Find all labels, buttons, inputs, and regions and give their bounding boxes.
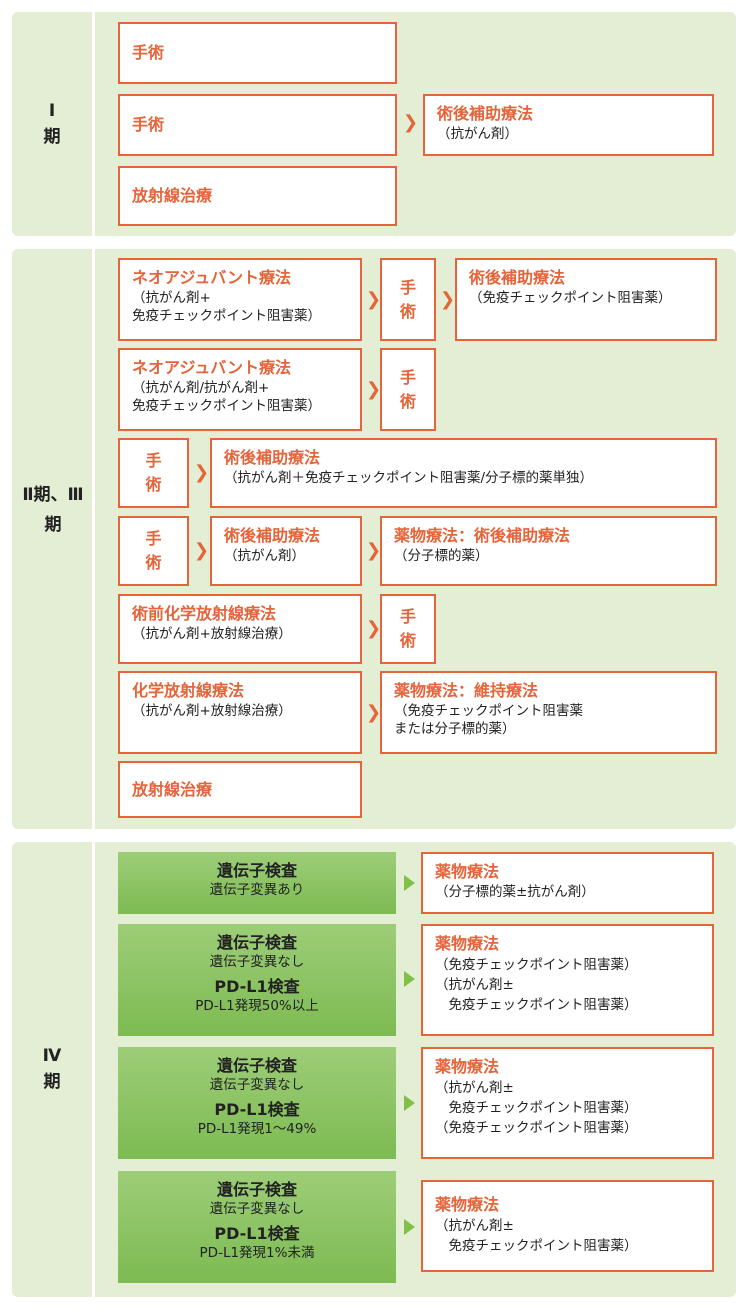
adjuvant-sub: （抗がん剤） <box>224 548 305 564</box>
stage1-label: Ⅰ 期 <box>43 101 61 147</box>
surgery-label: 手 術 <box>399 367 416 411</box>
flow-arrow: ❯ <box>366 289 382 310</box>
adjuvant-sub: （抗がん剤） <box>437 126 518 142</box>
flow-arrow-icon <box>404 971 415 987</box>
pdl1-test-result: PD-L1発現50%以上 <box>195 998 319 1014</box>
neoadjuvant-sub: （抗がん剤+ 免疫チェックポイント阻害薬） <box>132 290 321 324</box>
pdl1-test-result: PD-L1発現1～49% <box>197 1121 317 1137</box>
flow-arrow-icon <box>404 1095 415 1111</box>
flow-arrow-icon <box>404 1219 415 1235</box>
genetic-test-box: 遺伝子検査 遺伝子変異あり <box>118 852 396 914</box>
drug-therapy-title: 薬物療法 <box>435 1195 500 1214</box>
stage1-radiation-box: 放射線治療 <box>118 166 397 226</box>
adjuvant-sub: （免疫チェックポイント阻害薬） <box>469 290 672 306</box>
neoadjuvant-box: ネオアジュバント療法 （抗がん剤+ 免疫チェックポイント阻害薬） <box>118 258 362 341</box>
neoadjuvant-sub: （抗がん剤/抗がん剤+ 免疫チェックポイント阻害薬） <box>132 380 321 414</box>
drug-therapy-box: 薬物療法 （抗がん剤± 免疫チェックポイント阻害薬） （免疫チェックポイント阻害… <box>421 1047 714 1159</box>
adjuvant-box: 術後補助療法 （抗がん剤＋免疫チェックポイント阻害薬/分子標的薬単独） <box>210 438 717 508</box>
genetic-test-box: 遺伝子検査 遺伝子変異なし PD-L1検査 PD-L1発現1～49% <box>118 1047 396 1159</box>
drug-therapy-box: 薬物療法 （免疫チェックポイント阻害薬） （抗がん剤± 免疫チェックポイント阻害… <box>421 924 714 1036</box>
adjuvant-title: 術後補助療法 <box>224 526 321 545</box>
genetic-test-result: 遺伝子変異なし <box>209 1201 305 1217</box>
preop-chemoradiation-box: 術前化学放射線療法 （抗がん剤+放射線治療） <box>118 594 362 664</box>
surgery-box: 手 術 <box>118 438 189 508</box>
flow-arrow: ❯ <box>194 540 210 561</box>
neoadjuvant-title: ネオアジュバント療法 <box>132 358 292 377</box>
surgery-label: 手 術 <box>145 529 162 572</box>
drug-therapy-title: 薬物療法 <box>435 862 500 881</box>
adjuvant-sub: （抗がん剤＋免疫チェックポイント阻害薬/分子標的薬単独） <box>224 470 594 486</box>
genetic-test-title: 遺伝子検査 <box>216 1180 297 1199</box>
stage-divider <box>92 12 95 236</box>
genetic-test-title: 遺伝子検査 <box>216 1056 297 1075</box>
surgery-label: 手 術 <box>399 607 416 650</box>
radiation-box: 放射線治療 <box>118 761 362 818</box>
stage-divider <box>92 842 95 1297</box>
chemoradiation-sub: （抗がん剤+放射線治療） <box>132 703 292 719</box>
flow-arrow: ❯ <box>440 289 456 310</box>
surgery-box: 手 術 <box>380 594 436 664</box>
drug-therapy-sub: （抗がん剤± 免疫チェックポイント阻害薬） <box>435 1218 638 1254</box>
stage4-label: Ⅳ 期 <box>42 1046 62 1092</box>
neoadjuvant-box: ネオアジュバント療法 （抗がん剤/抗がん剤+ 免疫チェックポイント阻害薬） <box>118 348 362 431</box>
genetic-test-box: 遺伝子検査 遺伝子変異なし PD-L1検査 PD-L1発現1%未満 <box>118 1171 396 1283</box>
adjuvant-title: 術後補助療法 <box>469 268 566 287</box>
pdl1-test-title: PD-L1検査 <box>214 1100 300 1119</box>
genetic-test-title: 遺伝子検査 <box>216 861 297 880</box>
adjuvant-box: 術後補助療法 （抗がん剤） <box>210 516 362 586</box>
stage1-surgery-box-2: 手術 <box>118 94 397 156</box>
drug-therapy-sub: （抗がん剤± 免疫チェックポイント阻害薬） （免疫チェックポイント阻害薬） <box>435 1080 638 1136</box>
stage1-adjuvant-box: 術後補助療法 （抗がん剤） <box>423 94 714 156</box>
adjuvant-title: 術後補助療法 <box>224 448 321 467</box>
genetic-test-title: 遺伝子検査 <box>216 933 297 952</box>
stage1-surgery-box: 手術 <box>118 22 397 84</box>
drug-therapy-box: 薬物療法 （分子標的薬±抗がん剤） <box>421 852 714 914</box>
radiation-label: 放射線治療 <box>132 186 213 205</box>
drug-therapy-box: 薬物療法：術後補助療法 （分子標的薬） <box>380 516 717 586</box>
surgery-label: 手 術 <box>399 277 416 321</box>
drug-therapy-sub: （分子標的薬） <box>394 548 489 564</box>
pdl1-test-title: PD-L1検査 <box>214 1224 300 1243</box>
chemoradiation-box: 化学放射線療法 （抗がん剤+放射線治療） <box>118 671 362 754</box>
flow-arrow: ❯ <box>403 112 419 133</box>
surgery-label: 手術 <box>132 115 165 134</box>
pdl1-test-result: PD-L1発現1%未満 <box>199 1245 315 1261</box>
chemoradiation-title: 化学放射線療法 <box>132 681 245 700</box>
surgery-label: 手 術 <box>145 451 162 494</box>
adjuvant-box: 術後補助療法 （免疫チェックポイント阻害薬） <box>455 258 717 341</box>
surgery-box: 手 術 <box>118 516 189 586</box>
stage23-label: Ⅱ期、Ⅲ期 <box>22 485 84 535</box>
pdl1-test-title: PD-L1検査 <box>214 977 300 996</box>
drug-therapy-title: 薬物療法 <box>435 1057 500 1076</box>
genetic-test-result: 遺伝子変異あり <box>209 882 305 898</box>
stage-divider <box>92 249 95 829</box>
flow-arrow: ❯ <box>366 702 382 723</box>
preop-chemoradiation-sub: （抗がん剤+放射線治療） <box>132 626 292 642</box>
surgery-box: 手 術 <box>380 348 436 431</box>
surgery-box: 手 術 <box>380 258 436 341</box>
maintenance-title: 薬物療法：維持療法 <box>394 681 539 700</box>
adjuvant-title: 術後補助療法 <box>437 104 534 123</box>
flow-arrow: ❯ <box>366 540 382 561</box>
genetic-test-result: 遺伝子変異なし <box>209 954 305 970</box>
flow-arrow: ❯ <box>366 379 382 400</box>
drug-therapy-sub: （免疫チェックポイント阻害薬） （抗がん剤± 免疫チェックポイント阻害薬） <box>435 957 638 1013</box>
maintenance-sub: （免疫チェックポイント阻害薬 または分子標的薬） <box>394 703 583 737</box>
maintenance-box: 薬物療法：維持療法 （免疫チェックポイント阻害薬 または分子標的薬） <box>380 671 717 754</box>
preop-chemoradiation-title: 術前化学放射線療法 <box>132 604 277 623</box>
genetic-test-result: 遺伝子変異なし <box>209 1077 305 1093</box>
drug-therapy-box: 薬物療法 （抗がん剤± 免疫チェックポイント阻害薬） <box>421 1180 714 1272</box>
flow-arrow: ❯ <box>194 462 210 483</box>
drug-therapy-title: 薬物療法：術後補助療法 <box>394 526 571 545</box>
neoadjuvant-title: ネオアジュバント療法 <box>132 268 292 287</box>
genetic-test-box: 遺伝子検査 遺伝子変異なし PD-L1検査 PD-L1発現50%以上 <box>118 924 396 1036</box>
drug-therapy-sub: （分子標的薬±抗がん剤） <box>435 884 595 900</box>
surgery-label: 手術 <box>132 43 165 62</box>
flow-arrow-icon <box>404 875 415 891</box>
flow-arrow: ❯ <box>366 618 382 639</box>
radiation-label: 放射線治療 <box>132 779 213 799</box>
drug-therapy-title: 薬物療法 <box>435 934 500 953</box>
